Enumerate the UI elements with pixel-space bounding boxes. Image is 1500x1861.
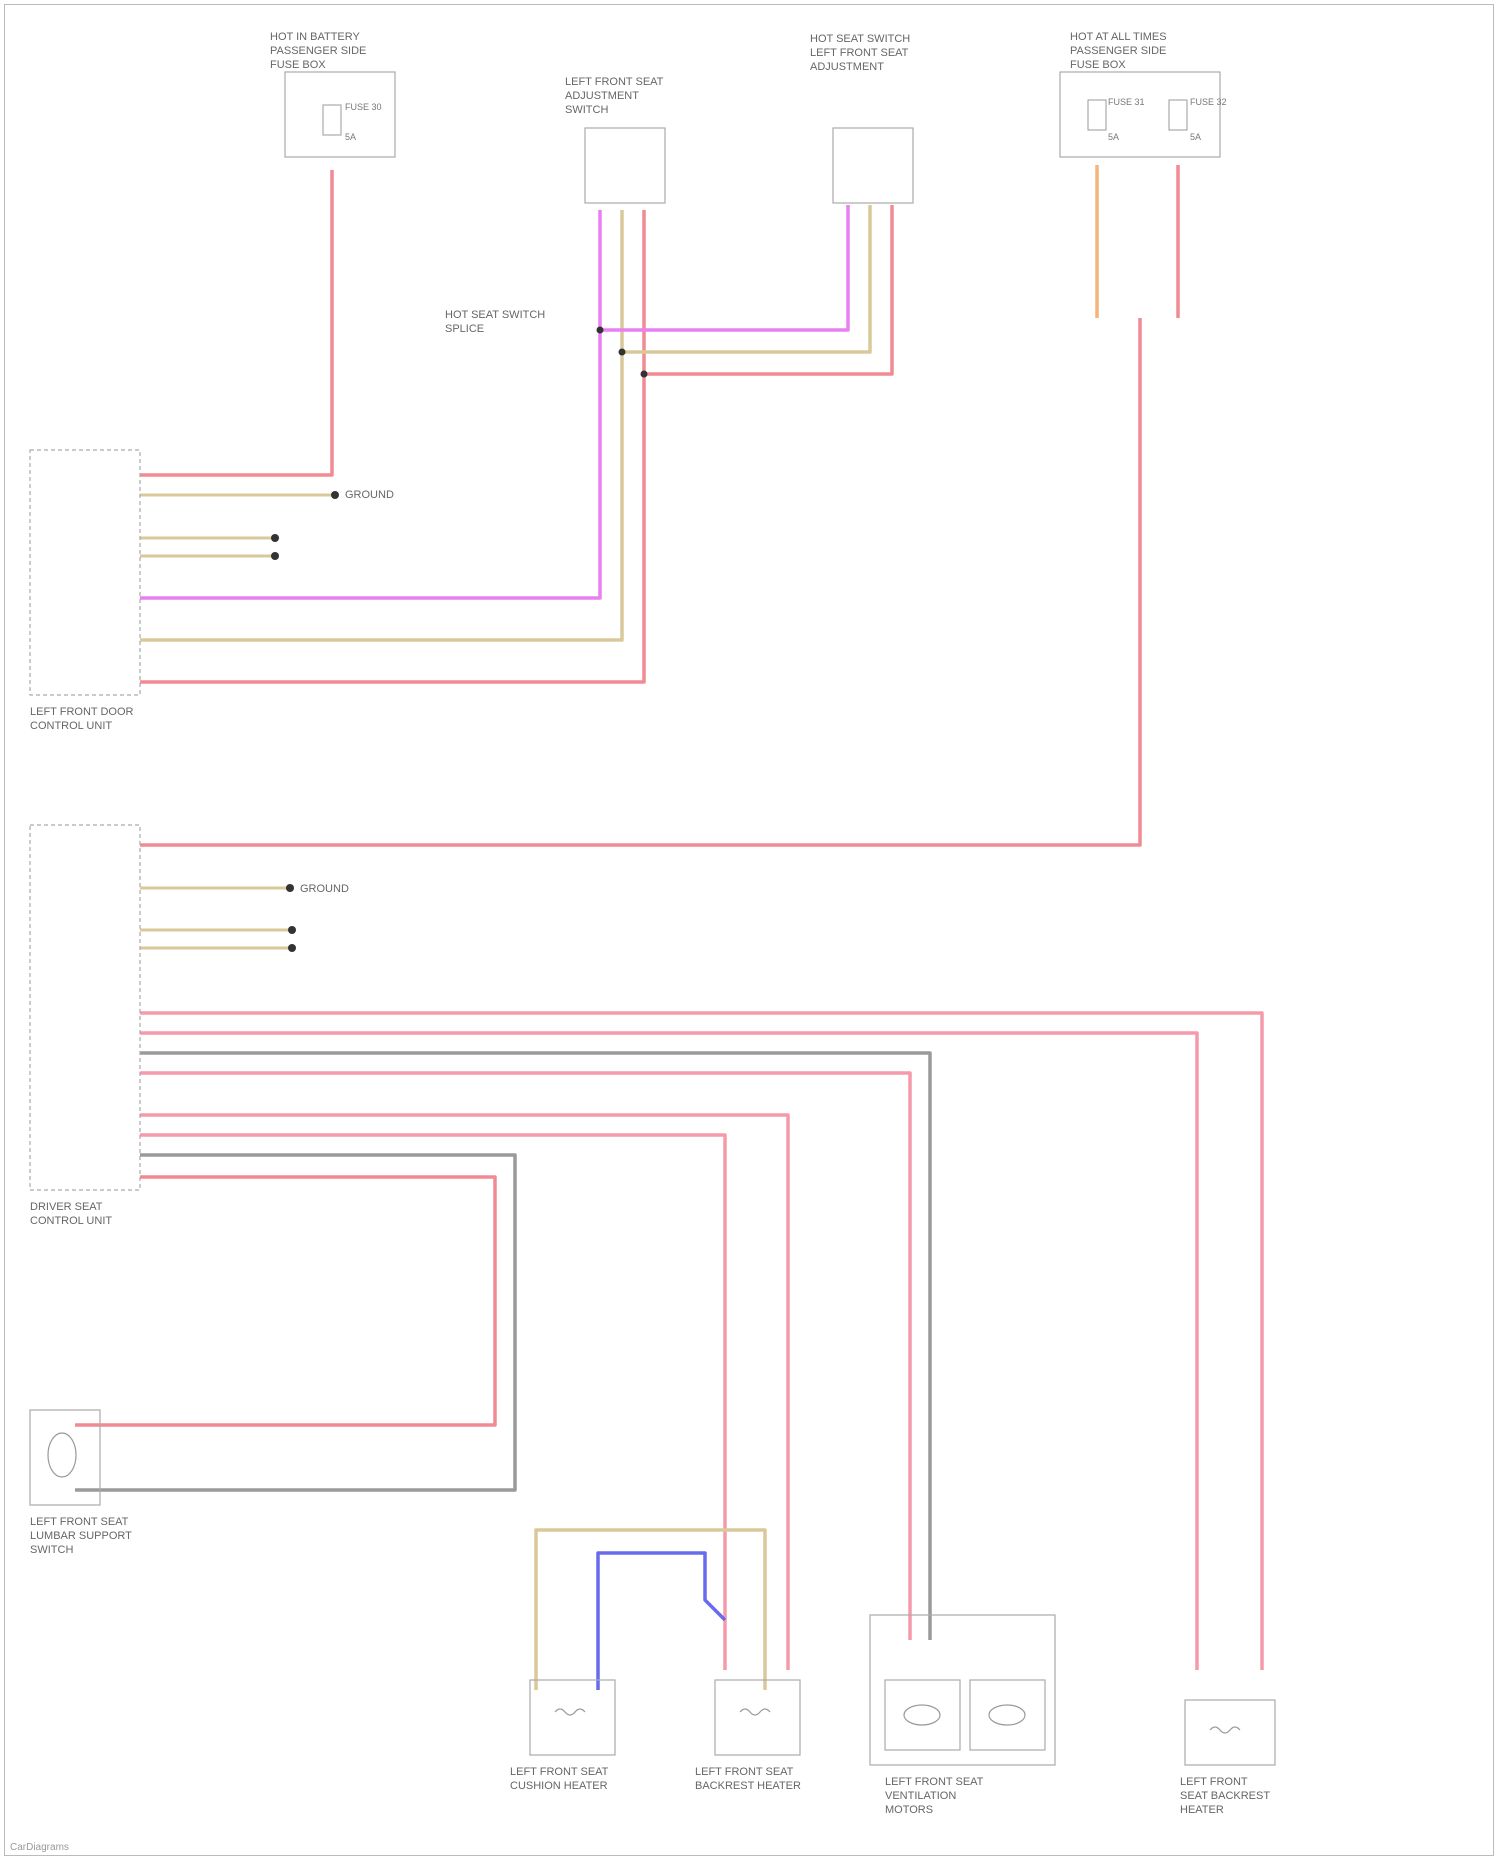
label-c1-l1: HOT IN BATTERY — [270, 31, 361, 43]
wire-pink-4 — [140, 1115, 788, 1670]
label-c9-l1: LEFT FRONT SEAT — [695, 1766, 794, 1778]
label-c8-l2: CUSHION HEATER — [510, 1780, 608, 1792]
label-c9-l2: BACKREST HEATER — [695, 1780, 801, 1792]
fuse-amp-1: 5A — [345, 132, 356, 142]
label-c11-l1: LEFT FRONT — [1180, 1776, 1248, 1788]
vent-motor-1 — [885, 1680, 960, 1750]
fuse-label-1: FUSE 30 — [345, 102, 382, 112]
vent-motors-box — [870, 1615, 1055, 1765]
backrest-heater-box — [715, 1680, 800, 1755]
wire-violet-1 — [140, 210, 600, 598]
splice-dot-2 — [619, 349, 626, 356]
watermark: CarDiagrams — [10, 1842, 69, 1853]
switch-1-box — [585, 128, 665, 203]
label-c11-l3: HEATER — [1180, 1804, 1224, 1816]
label-c2-l3: SWITCH — [565, 104, 608, 116]
splice-dot-1 — [597, 327, 604, 334]
wire-pink-1 — [140, 1013, 1262, 1670]
ground-label-1: GROUND — [345, 489, 394, 501]
label-c1-l2: PASSENGER SIDE — [270, 45, 366, 57]
label-c8-l1: LEFT FRONT SEAT — [510, 1766, 609, 1778]
switch-2-box — [833, 128, 913, 203]
splice-dot-3 — [641, 371, 648, 378]
label-c3-l2: LEFT FRONT SEAT — [810, 47, 909, 59]
ground-label-2: GROUND — [300, 883, 349, 895]
wire-red-1 — [140, 170, 332, 475]
wire-pink-3 — [140, 1073, 910, 1640]
label-c5-l1: LEFT FRONT DOOR — [30, 706, 134, 718]
label-c7-l1: LEFT FRONT SEAT — [30, 1516, 129, 1528]
ground-dot-5 — [288, 926, 296, 934]
motor-1-icon — [904, 1705, 940, 1725]
splice-label-l2: SPLICE — [445, 323, 484, 335]
label-c7-l2: LUMBAR SUPPORT — [30, 1530, 132, 1542]
label-c10-l3: MOTORS — [885, 1804, 933, 1816]
label-c7-l3: SWITCH — [30, 1544, 73, 1556]
label-c5-l2: CONTROL UNIT — [30, 720, 112, 732]
label-c11-l2: SEAT BACKREST — [1180, 1790, 1270, 1802]
label-c2-l2: ADJUSTMENT — [565, 90, 639, 102]
fuse-box-right — [1060, 72, 1220, 157]
seat-unit-box — [30, 825, 140, 1190]
heater-3-icon — [1210, 1727, 1240, 1733]
splice-label-l1: HOT SEAT SWITCH — [445, 309, 545, 321]
ground-dot-1 — [331, 491, 339, 499]
wire-gray-2 — [75, 1155, 515, 1490]
fuse-label-3: FUSE 32 — [1190, 97, 1227, 107]
wire-blue-1 — [598, 1553, 725, 1690]
wire-pink-2 — [140, 1033, 1197, 1670]
label-c10-l1: LEFT FRONT SEAT — [885, 1776, 984, 1788]
ground-dot-6 — [288, 944, 296, 952]
label-c1-l3: FUSE BOX — [270, 59, 326, 71]
fuse-icon-2 — [1088, 100, 1106, 130]
motor-2-icon — [989, 1705, 1025, 1725]
label-c3-l1: HOT SEAT SWITCH — [810, 33, 910, 45]
label-c4-l2: PASSENGER SIDE — [1070, 45, 1166, 57]
label-c10-l2: VENTILATION — [885, 1790, 956, 1802]
wire-red-2 — [140, 210, 644, 682]
wire-red-6 — [75, 1177, 495, 1425]
lumbar-switch-icon — [48, 1433, 76, 1477]
fuse-icon-1 — [323, 105, 341, 135]
cushion-heater-box — [530, 1680, 615, 1755]
wire-red-5 — [140, 318, 1140, 845]
vent-motor-2 — [970, 1680, 1045, 1750]
wire-red-3 — [644, 205, 892, 374]
heater-1-icon — [555, 1709, 585, 1715]
wire-pink-5 — [140, 1135, 725, 1670]
ground-dot-2 — [271, 534, 279, 542]
label-c6-l1: DRIVER SEAT — [30, 1201, 103, 1213]
ground-dot-3 — [271, 552, 279, 560]
label-c2-l1: LEFT FRONT SEAT — [565, 76, 664, 88]
wire-tan-1 — [140, 210, 622, 640]
ground-dot-4 — [286, 884, 294, 892]
label-c3-l3: ADJUSTMENT — [810, 61, 884, 73]
label-c6-l2: CONTROL UNIT — [30, 1215, 112, 1227]
fuse-amp-3: 5A — [1190, 132, 1201, 142]
label-c4-l3: FUSE BOX — [1070, 59, 1126, 71]
fuse-amp-2: 5A — [1108, 132, 1119, 142]
wire-violet-2 — [600, 205, 848, 330]
fuse-label-2: FUSE 31 — [1108, 97, 1145, 107]
fuse-box-left — [285, 72, 395, 157]
right-heater-box — [1185, 1700, 1275, 1765]
heater-2-icon — [740, 1709, 770, 1715]
door-unit-box — [30, 450, 140, 695]
fuse-icon-3 — [1169, 100, 1187, 130]
label-c4-l1: HOT AT ALL TIMES — [1070, 31, 1167, 43]
